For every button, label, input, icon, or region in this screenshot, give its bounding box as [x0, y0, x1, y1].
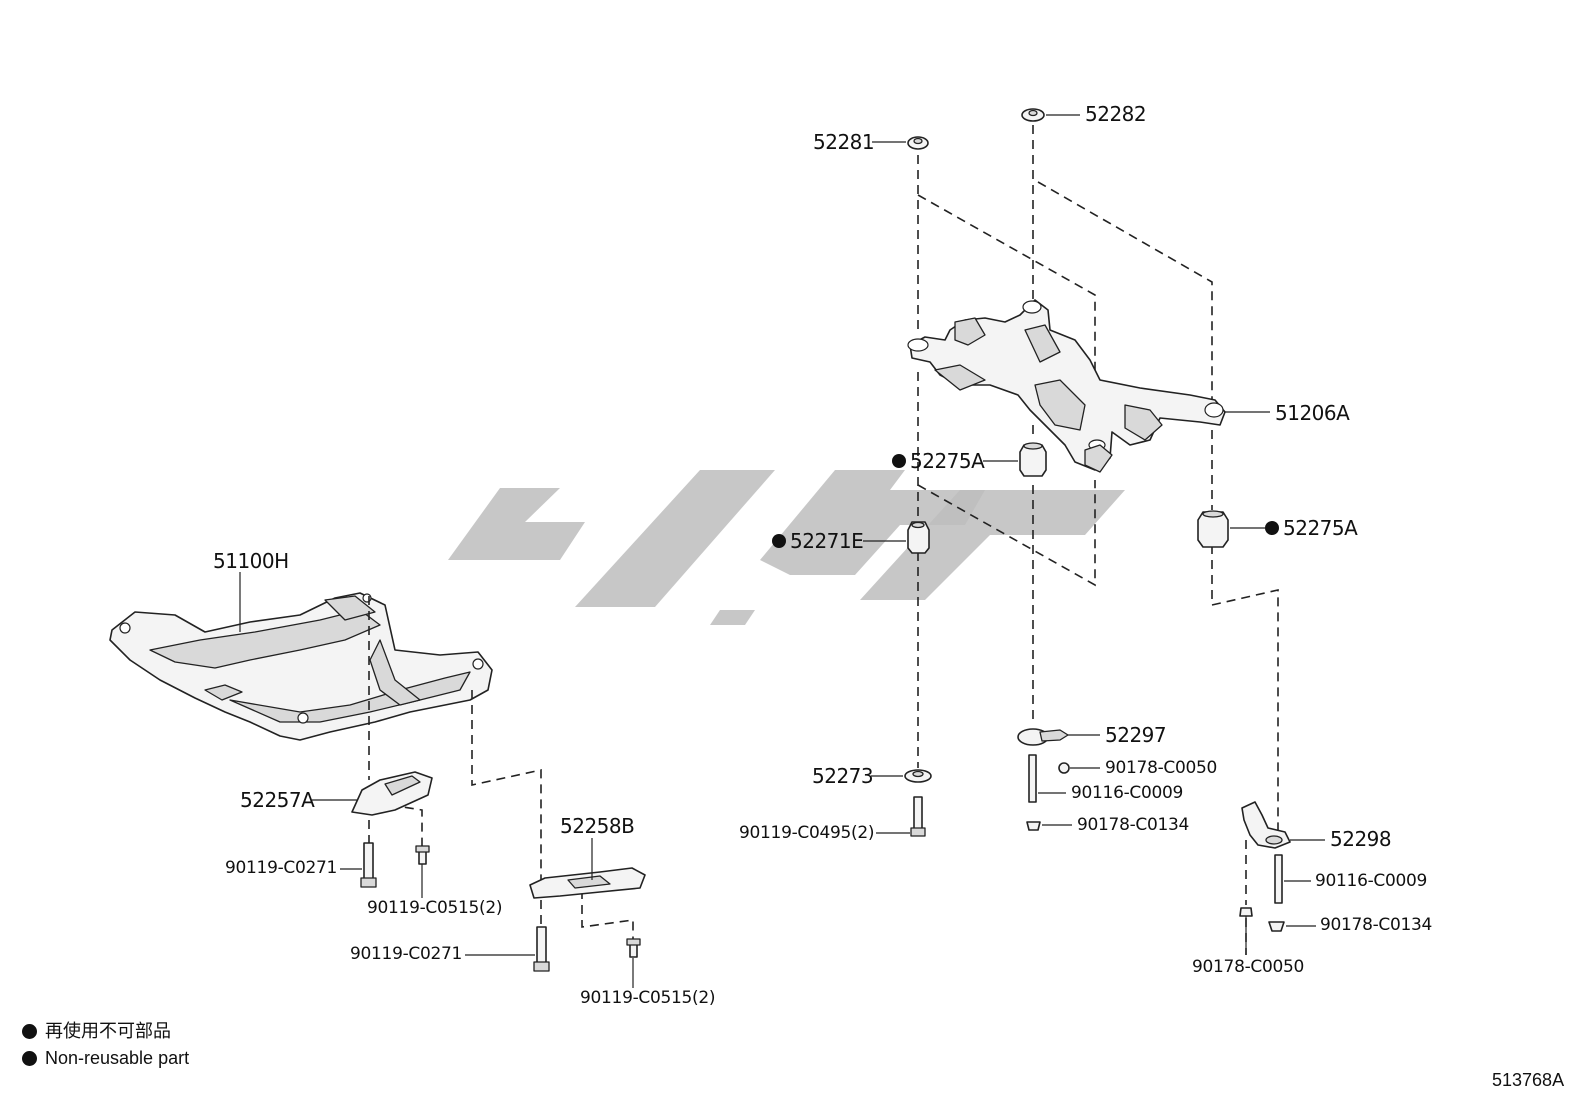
bolt-90119-C0271-left — [360, 842, 377, 888]
part-label-90119-C0495: 90119-C0495(2) — [739, 823, 874, 843]
part-label-90116-C0009-b: 90116-C0009 — [1315, 871, 1427, 891]
part-label-52257A: 52257A — [240, 788, 315, 812]
legend-row-en: Non-reusable part — [22, 1045, 189, 1072]
part-label-51206A: 51206A — [1275, 401, 1350, 425]
part-label-90119-C0271-a: 90119-C0271 — [225, 858, 337, 878]
stud-90116-C0009-right — [1274, 854, 1283, 904]
part-label-52271E: 52271E — [790, 529, 863, 553]
bolt-90119-C0515-left — [415, 845, 430, 865]
part-label-90119-C0515-a: 90119-C0515(2) — [367, 898, 502, 918]
nut-90178-C0134-center — [1026, 821, 1041, 831]
bolt-90119-C0271-right — [533, 926, 550, 972]
part-label-52275A-a: 52275A — [910, 449, 985, 473]
washer-52282 — [1021, 108, 1045, 122]
part-label-90119-C0271-b: 90119-C0271 — [350, 944, 462, 964]
part-label-52281: 52281 — [813, 130, 874, 154]
bracket-52297 — [1017, 728, 1069, 746]
part-label-90178-C0134-b: 90178-C0134 — [1320, 915, 1432, 935]
part-label-51100H: 51100H — [213, 549, 289, 573]
legend-text-en: Non-reusable part — [45, 1048, 190, 1068]
part-label-90178-C0134-a: 90178-C0134 — [1077, 815, 1189, 835]
bracket-52298 — [1241, 801, 1291, 849]
non-reusable-marker — [1265, 521, 1279, 535]
nut-90178-C0050-right — [1239, 907, 1253, 917]
non-reusable-marker — [892, 454, 906, 468]
nut-90178-C0050-center — [1058, 762, 1070, 774]
front-suspension-crossmember — [109, 592, 493, 741]
washer-52273 — [904, 769, 932, 783]
bushing-52275A-center — [1019, 442, 1047, 477]
part-label-52298: 52298 — [1330, 827, 1391, 851]
legend-row-jp: 再使用不可部品 — [22, 1018, 189, 1045]
part-label-90119-C0515-b: 90119-C0515(2) — [580, 988, 715, 1008]
bracket-52258B — [529, 867, 646, 899]
legend-text-jp: 再使用不可部品 — [45, 1021, 171, 1041]
part-label-52258B: 52258B — [560, 814, 634, 838]
non-reusable-marker — [772, 534, 786, 548]
diagram-reference-code: 513768A — [1492, 1070, 1565, 1090]
part-label-52275A-b: 52275A — [1283, 516, 1358, 540]
part-label-90178-C0050-a: 90178-C0050 — [1105, 758, 1217, 778]
part-label-90116-C0009-a: 90116-C0009 — [1071, 783, 1183, 803]
bushing-52271E — [907, 521, 930, 554]
non-reusable-dot-icon — [22, 1051, 37, 1066]
nut-90178-C0134-right — [1268, 921, 1285, 932]
bolt-90119-C0495 — [910, 796, 926, 837]
part-label-90178-C0050-b: 90178-C0050 — [1192, 957, 1304, 977]
part-label-52273: 52273 — [812, 764, 873, 788]
non-reusable-dot-icon — [22, 1024, 37, 1039]
washer-52281 — [907, 136, 929, 150]
part-label-52282: 52282 — [1085, 102, 1146, 126]
watermark-logo — [448, 470, 1125, 625]
stud-90116-C0009-center — [1028, 754, 1037, 803]
part-label-52297: 52297 — [1105, 723, 1166, 747]
bushing-52275A-right — [1197, 510, 1229, 548]
bolt-90119-C0515-right — [626, 938, 641, 958]
rear-suspension-crossmember — [907, 299, 1226, 473]
legend: 再使用不可部品 Non-reusable part — [22, 1018, 189, 1072]
bracket-52257A — [351, 771, 433, 816]
